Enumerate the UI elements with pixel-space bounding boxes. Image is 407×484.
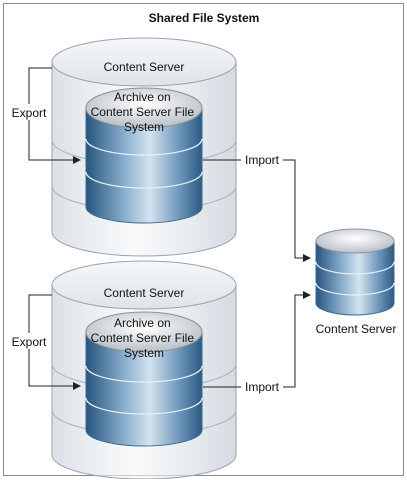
bottom-content-server-group: Content Server Archive on Content Server… xyxy=(9,260,311,480)
bottom-export-label-bg xyxy=(9,333,47,349)
bottom-archive-label-line-2: Content Server File xyxy=(91,331,195,345)
top-import-arrow xyxy=(283,159,311,262)
bottom-archive-label-line-1: Archive on xyxy=(114,316,171,330)
target-content-server-label: Content Server xyxy=(316,322,397,336)
bottom-content-server-label: Content Server xyxy=(104,286,185,300)
diagram-title: Shared File System xyxy=(149,11,260,25)
top-archive-label-line-1: Archive on xyxy=(114,90,171,104)
bottom-archive-label: Archive on Content Server File System xyxy=(91,316,198,360)
target-server-disk-icon xyxy=(315,228,395,316)
top-import-label: Import xyxy=(245,153,280,167)
top-archive-label-line-2: Content Server File xyxy=(91,105,195,119)
bottom-archive-label-line-3: System xyxy=(124,346,164,360)
top-export-label: Export xyxy=(12,106,47,120)
top-content-server-group: Content Server Archive on Content Server… xyxy=(9,37,311,262)
top-archive-label-line-3: System xyxy=(124,120,164,134)
bottom-import-label: Import xyxy=(245,380,280,394)
top-content-server-label: Content Server xyxy=(104,60,185,74)
top-archive-disk-icon xyxy=(85,87,203,224)
target-content-server-group: Content Server xyxy=(315,228,397,336)
bottom-export-label: Export xyxy=(12,335,47,349)
bottom-archive-disk-icon xyxy=(85,311,203,447)
bottom-import-arrow xyxy=(283,291,311,388)
top-export-label-bg xyxy=(9,104,47,120)
top-archive-label: Archive on Content Server File System xyxy=(91,90,198,134)
